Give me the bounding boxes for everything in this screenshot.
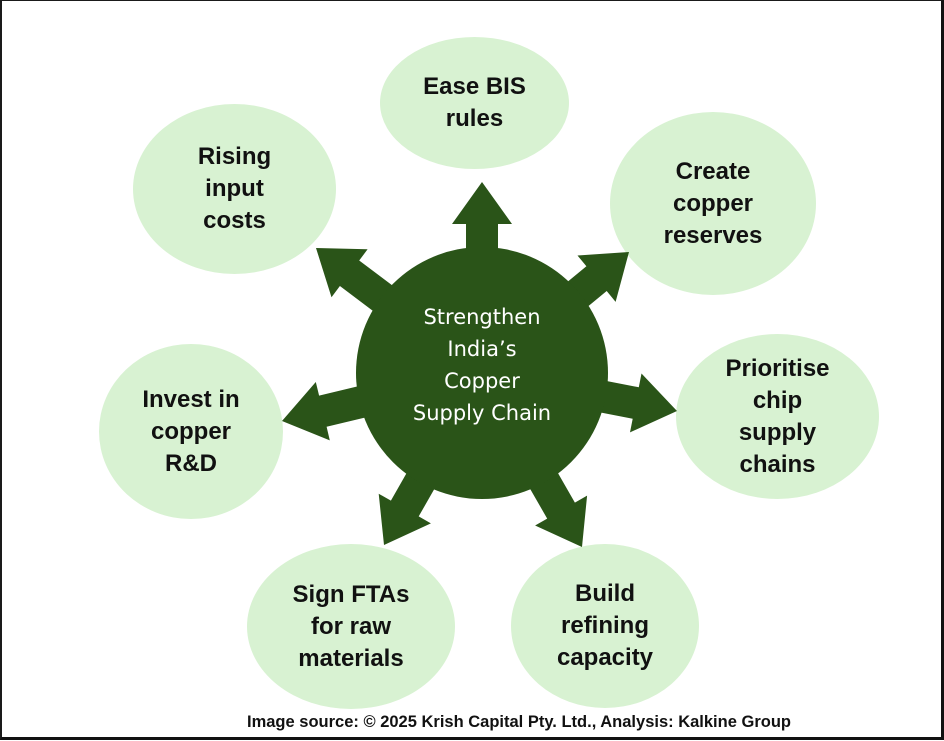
hub-label: Strengthen India’s Copper Supply Chain bbox=[412, 305, 552, 425]
bubble-invest-in-copper-rd: Invest in copper R&D bbox=[99, 344, 283, 519]
bubble-prioritise-chip-supply-chains: Prioritise chip supply chains bbox=[676, 334, 879, 499]
bubble-sign-ftas-for-raw-materials: Sign FTAs for raw materials bbox=[247, 544, 455, 709]
image-source-caption: Image source: © 2025 Krish Capital Pty. … bbox=[247, 713, 791, 731]
bubble-label: Prioritise chip supply chains bbox=[725, 354, 830, 478]
bubble-create-copper-reserves: Create copper reserves bbox=[610, 112, 816, 295]
bubble-label: Rising input costs bbox=[197, 143, 272, 234]
bubble-ease-bis-rules: Ease BIS rules bbox=[380, 37, 569, 169]
hub-circle bbox=[356, 247, 608, 499]
bubble-build-refining-capacity: Build refining capacity bbox=[511, 544, 699, 708]
bubble-label: Ease BIS rules bbox=[423, 73, 526, 132]
bubble-rising-input-costs: Rising input costs bbox=[133, 104, 336, 274]
bubble-label: Build refining capacity bbox=[556, 580, 654, 671]
bubble-label: Invest in copper R&D bbox=[142, 385, 240, 477]
bubble-label: Create copper reserves bbox=[663, 157, 763, 249]
bubble-label: Sign FTAs for raw materials bbox=[292, 580, 410, 672]
